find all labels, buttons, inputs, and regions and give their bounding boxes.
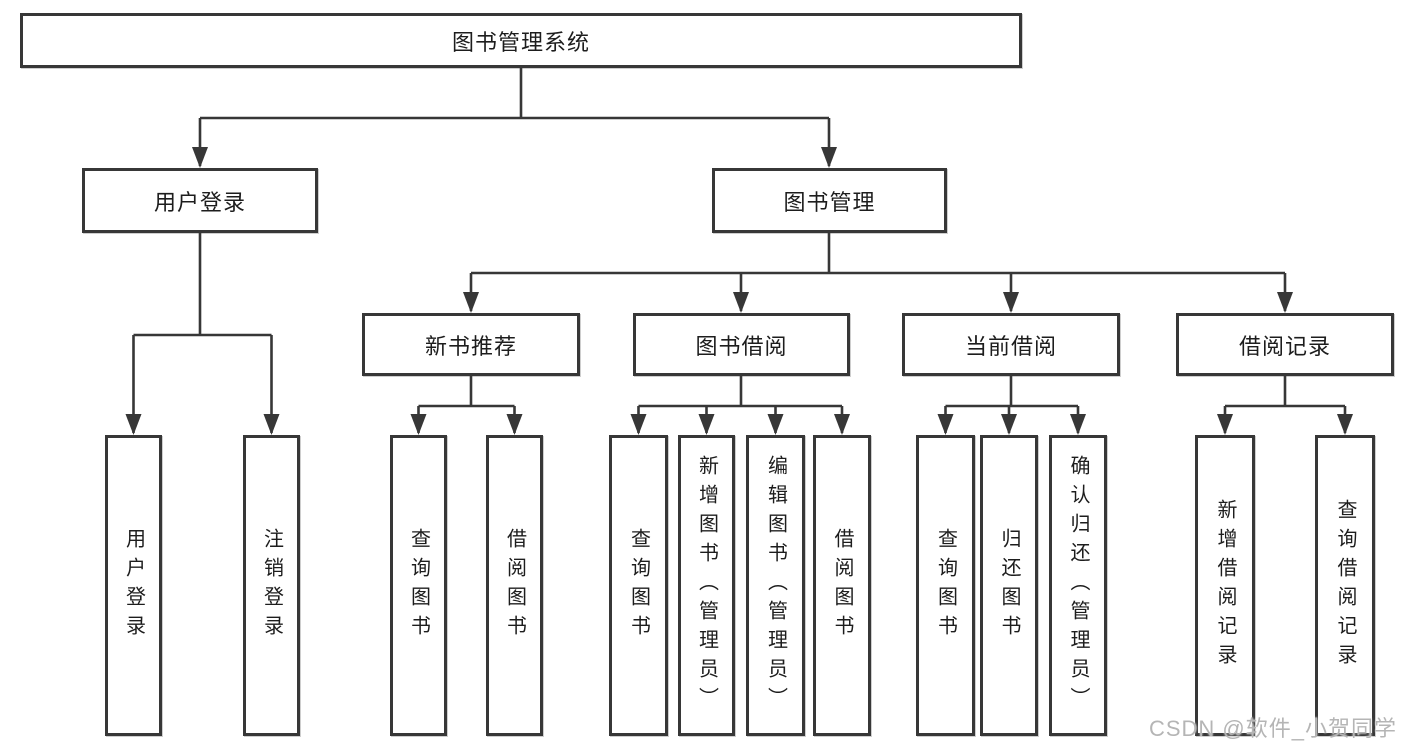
leaf-add-books-admin: 新增图书（管理员）	[678, 435, 735, 736]
node-borrowing-records: 借阅记录	[1176, 313, 1394, 376]
connector-book-management-to-level3	[469, 233, 1287, 311]
csdn-watermark: CSDN @软件_小贺同学	[1148, 716, 1397, 741]
connector-root-to-level2	[198, 68, 831, 166]
leaf-query-books-recommend: 查询图书	[390, 435, 447, 736]
connector-book-borrowing-to-leaves	[637, 376, 844, 433]
leaf-query-books-recommend-label: 查询图书	[407, 527, 430, 644]
leaf-return-books: 归还图书	[980, 435, 1038, 736]
node-book-management: 图书管理	[712, 168, 947, 233]
connector-user-login-to-leaves	[132, 233, 273, 433]
node-current-borrowing: 当前借阅	[902, 313, 1120, 376]
node-new-book-recommend-label: 新书推荐	[424, 333, 517, 359]
node-user-login-label: 用户登录	[153, 189, 246, 215]
leaf-return-books-label: 归还图书	[998, 527, 1020, 644]
node-new-book-recommend: 新书推荐	[362, 313, 580, 376]
leaf-logout-label: 注销登录	[260, 527, 283, 644]
leaf-confirm-return-admin: 确认归还（管理员）	[1049, 435, 1107, 736]
leaf-borrow-books-label: 借阅图书	[831, 527, 853, 644]
leaf-query-books-borrowing-label: 查询图书	[627, 527, 650, 644]
connector-borrowing-records-to-leaves	[1223, 376, 1347, 433]
leaf-borrow-books-recommend: 借阅图书	[486, 435, 543, 736]
connector-new-book-recommend-to-leaves	[417, 376, 516, 433]
leaf-borrow-books-recommend-label: 借阅图书	[503, 527, 526, 644]
leaf-add-borrow-record-label: 新增借阅记录	[1214, 498, 1236, 673]
node-book-management-label: 图书管理	[783, 189, 876, 215]
arrowheads	[125, 147, 1353, 435]
node-borrowing-records-label: 借阅记录	[1238, 333, 1331, 359]
leaf-query-borrow-record-label: 查询借阅记录	[1334, 498, 1356, 673]
leaf-borrow-books: 借阅图书	[813, 435, 871, 736]
node-root-label: 图书管理系统	[451, 29, 590, 55]
leaf-query-books-current: 查询图书	[916, 435, 975, 736]
leaf-edit-books-admin-label: 编辑图书（管理员）	[764, 455, 787, 716]
node-book-borrowing-label: 图书借阅	[695, 333, 788, 359]
node-root-library-management-system: 图书管理系统	[20, 13, 1022, 68]
leaf-add-books-admin-label: 新增图书（管理员）	[695, 455, 718, 716]
leaf-logout: 注销登录	[243, 435, 300, 736]
leaf-query-books-borrowing: 查询图书	[609, 435, 668, 736]
leaf-user-login: 用户登录	[105, 435, 162, 736]
leaf-edit-books-admin: 编辑图书（管理员）	[746, 435, 805, 736]
node-book-borrowing: 图书借阅	[633, 313, 850, 376]
leaf-query-borrow-record: 查询借阅记录	[1315, 435, 1375, 736]
node-current-borrowing-label: 当前借阅	[964, 333, 1057, 359]
leaf-confirm-return-admin-label: 确认归还（管理员）	[1067, 455, 1089, 716]
node-user-login: 用户登录	[82, 168, 318, 233]
leaf-user-login-label: 用户登录	[122, 527, 145, 644]
leaf-query-books-current-label: 查询图书	[934, 527, 957, 644]
leaf-add-borrow-record: 新增借阅记录	[1195, 435, 1255, 736]
